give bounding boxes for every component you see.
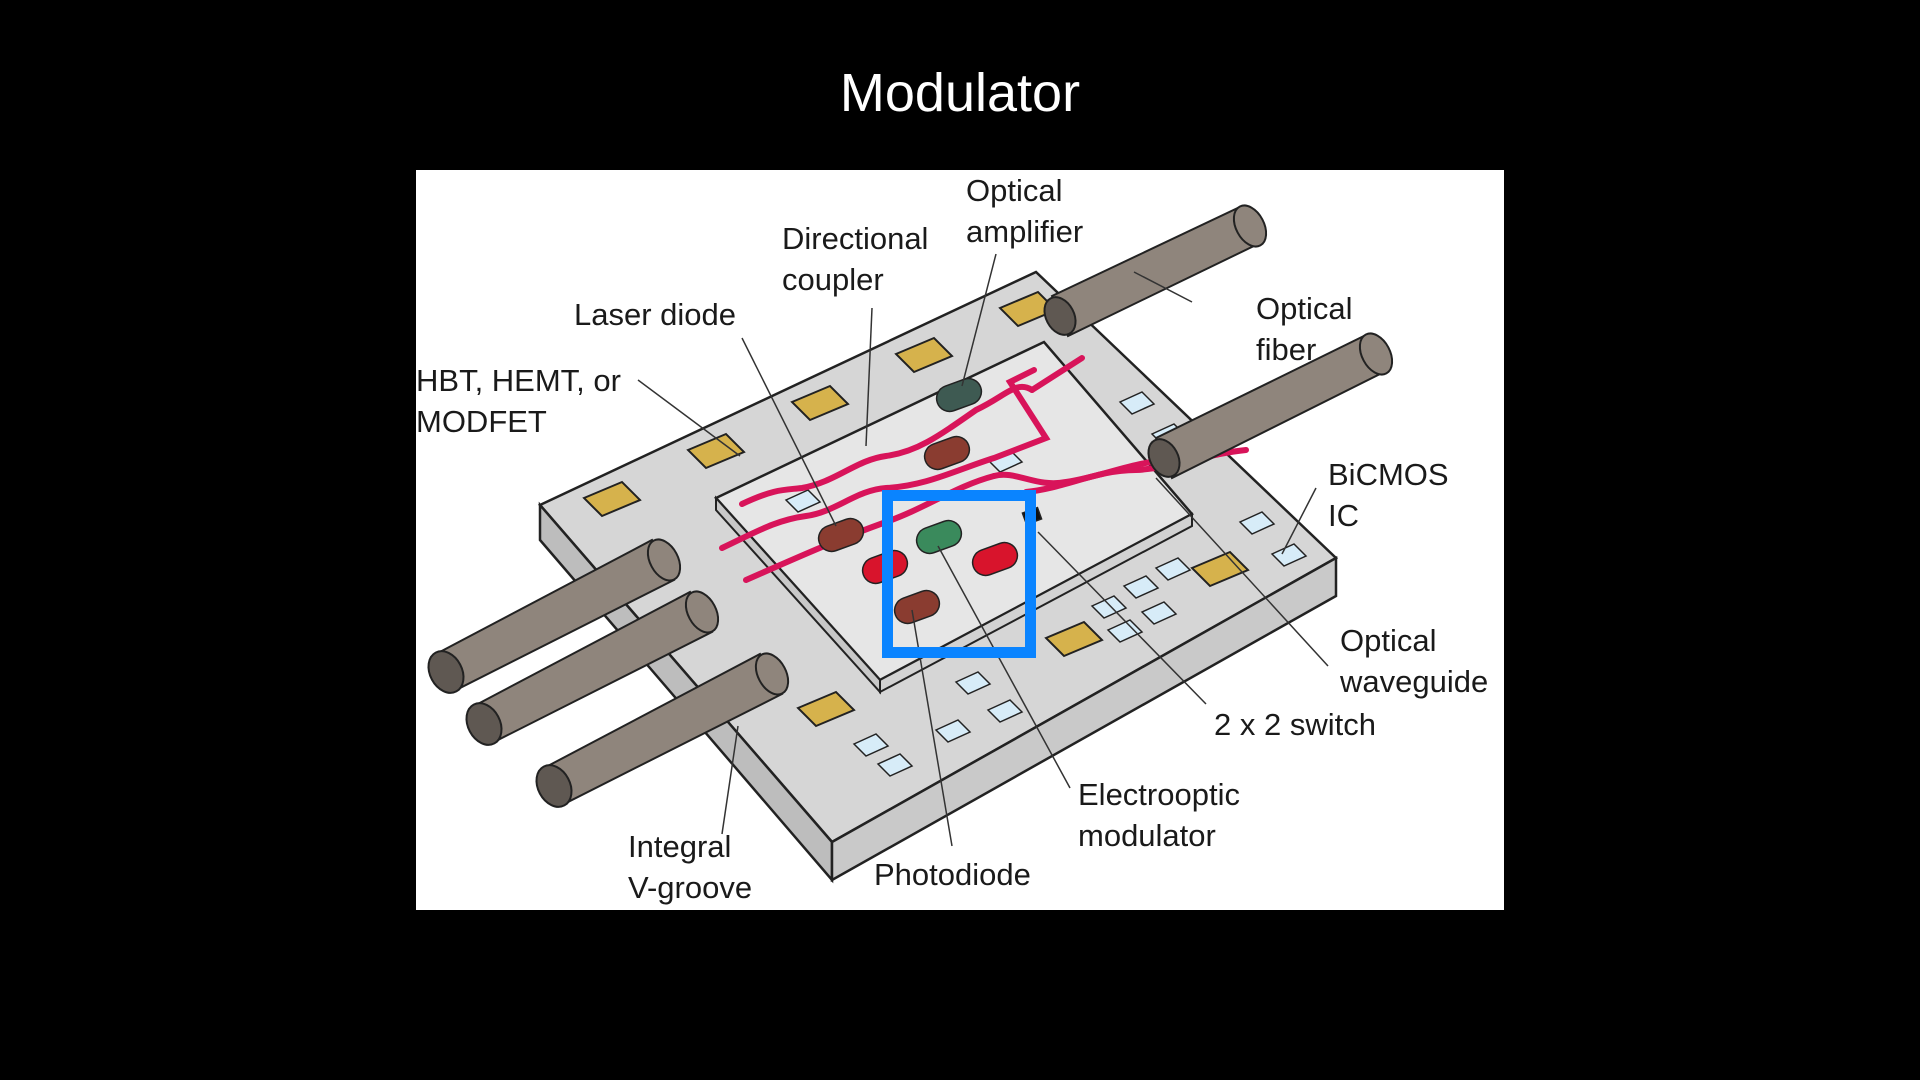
label-hbt-hemt-modfet: HBT, HEMT, or MODFET bbox=[416, 363, 621, 439]
label-2x2-switch: 2 x 2 switch bbox=[1214, 707, 1376, 742]
modulator-highlight-box bbox=[882, 490, 1036, 658]
label-bicmos-ic: BiCMOS IC bbox=[1328, 457, 1449, 533]
laser-diode-shape-1 bbox=[923, 435, 971, 471]
integrated-optics-diagram: Optical amplifier Directional coupler La… bbox=[416, 170, 1504, 910]
fiber-back-2 bbox=[1147, 332, 1394, 480]
label-electrooptic-modulator: Electrooptic modulator bbox=[1078, 777, 1240, 853]
label-integral-v-groove: Integral V-groove bbox=[628, 829, 753, 905]
fiber-back-1 bbox=[1043, 204, 1268, 338]
label-directional-coupler: Directional coupler bbox=[782, 221, 929, 297]
substrate-front-side bbox=[830, 555, 1338, 883]
label-optical-amplifier: Optical amplifier bbox=[966, 173, 1084, 249]
label-optical-fiber: Optical fiber bbox=[1256, 291, 1353, 367]
blue-pads bbox=[784, 391, 1308, 777]
slide-title: Modulator bbox=[839, 63, 1081, 123]
leader-lines bbox=[637, 253, 1329, 847]
label-laser-diode: Laser diode bbox=[574, 297, 737, 332]
optical-fibers bbox=[427, 204, 1394, 808]
laser-diode-shape-2 bbox=[817, 517, 865, 553]
fiber-front-2 bbox=[465, 590, 720, 746]
gold-pads bbox=[582, 290, 1250, 728]
fiber-front-1 bbox=[427, 538, 682, 694]
label-optical-waveguide: Optical waveguide bbox=[1340, 623, 1489, 699]
red-element-2 bbox=[971, 541, 1019, 577]
fiber-front-3 bbox=[535, 652, 790, 808]
photodiode-shape bbox=[893, 589, 941, 625]
label-photodiode: Photodiode bbox=[874, 857, 1031, 892]
optical-amplifier-shape bbox=[935, 377, 983, 413]
modulator-shape bbox=[915, 519, 963, 555]
